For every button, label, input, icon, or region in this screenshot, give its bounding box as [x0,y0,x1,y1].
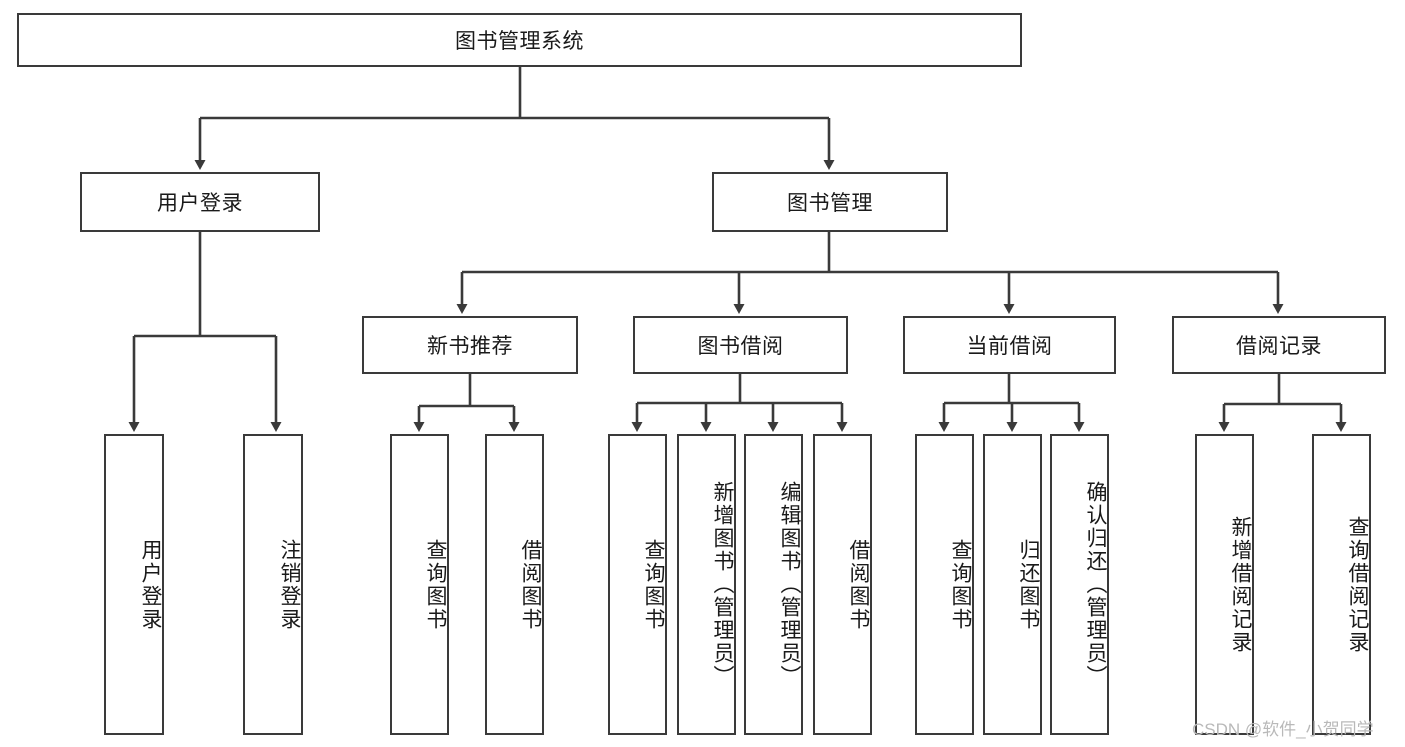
node-book-borrow-label: 图书借阅 [697,335,784,358]
node-borrow-records[interactable]: 借阅记录 [1172,316,1386,374]
leaf-add-borrow-record[interactable]: 新增借阅记录 [1195,434,1254,735]
leaf-borrow-book-label: 借阅图书 [847,538,870,631]
leaf-query-book-current[interactable]: 查询图书 [915,434,974,735]
leaf-logout[interactable]: 注销登录 [243,434,303,735]
node-root[interactable]: 图书管理系统 [17,13,1022,67]
node-borrow-records-label: 借阅记录 [1236,335,1322,358]
leaf-confirm-return-admin-label: 确认归还（管理员） [1084,481,1107,688]
leaf-borrow-book-recommend[interactable]: 借阅图书 [485,434,544,735]
node-user-login[interactable]: 用户登录 [80,172,320,232]
leaf-confirm-return-admin[interactable]: 确认归还（管理员） [1050,434,1109,735]
node-new-book-recommend-label: 新书推荐 [427,335,513,358]
node-current-borrow[interactable]: 当前借阅 [903,316,1116,374]
leaf-query-book-current-label: 查询图书 [949,538,972,631]
node-user-login-label: 用户登录 [157,192,243,215]
leaf-logout-label: 注销登录 [278,538,301,631]
leaf-edit-book-admin-label: 编辑图书（管理员） [778,481,801,688]
leaf-query-borrow-record[interactable]: 查询借阅记录 [1312,434,1371,735]
node-current-borrow-label: 当前借阅 [966,335,1053,358]
node-book-borrow[interactable]: 图书借阅 [633,316,848,374]
leaf-user-login-label: 用户登录 [139,538,162,631]
node-root-label: 图书管理系统 [455,30,584,53]
leaf-query-book-recommend-label: 查询图书 [424,538,447,631]
leaf-query-borrow-record-label: 查询借阅记录 [1346,515,1369,654]
leaf-add-book-admin[interactable]: 新增图书（管理员） [677,434,736,735]
leaf-return-book[interactable]: 归还图书 [983,434,1042,735]
leaf-query-book-borrow-label: 查询图书 [642,538,665,631]
node-book-management-label: 图书管理 [787,192,873,215]
node-new-book-recommend[interactable]: 新书推荐 [362,316,578,374]
leaf-query-book-borrow[interactable]: 查询图书 [608,434,667,735]
watermark: CSDN @软件_小贺同学 [1192,720,1374,739]
leaf-user-login[interactable]: 用户登录 [104,434,164,735]
leaf-borrow-book[interactable]: 借阅图书 [813,434,872,735]
leaf-borrow-book-recommend-label: 借阅图书 [519,538,542,631]
leaf-add-borrow-record-label: 新增借阅记录 [1229,515,1252,654]
leaf-add-book-admin-label: 新增图书（管理员） [711,481,734,688]
leaf-query-book-recommend[interactable]: 查询图书 [390,434,449,735]
node-book-management[interactable]: 图书管理 [712,172,948,232]
leaf-return-book-label: 归还图书 [1017,538,1040,631]
leaf-edit-book-admin[interactable]: 编辑图书（管理员） [744,434,803,735]
